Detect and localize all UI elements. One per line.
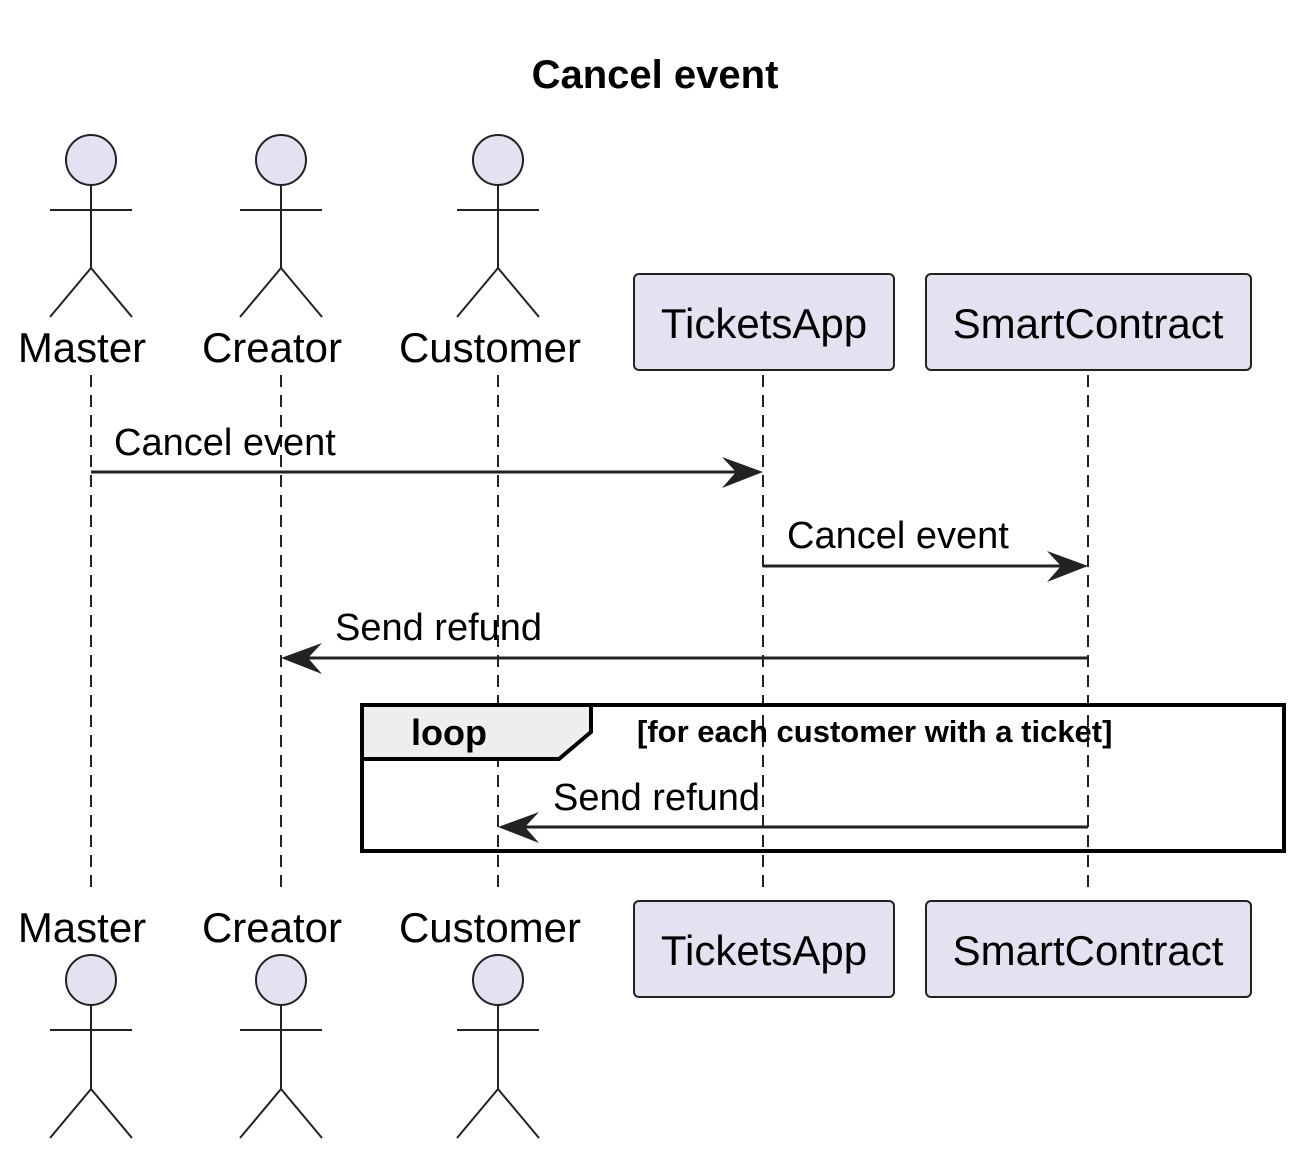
participant-ticketsapp-top: TicketsApp [633, 273, 895, 371]
loop-frame-tab [360, 703, 593, 761]
participant-box [925, 273, 1252, 371]
message-label: Cancel event [787, 515, 1009, 557]
participant-box [633, 273, 895, 371]
actor-master-top: Master [18, 134, 146, 371]
diagram-title: Cancel event [532, 53, 779, 97]
message-2: Cancel event [763, 515, 1088, 582]
arrowhead [722, 457, 763, 488]
message-1: Cancel event [91, 422, 763, 488]
lifelines [90, 375, 1089, 893]
loop-frame: loop [for each customer with a ticket] [360, 703, 1286, 853]
participant-box [925, 900, 1252, 998]
participant-label: SmartContract [953, 300, 1224, 347]
actor-label: Customer [399, 904, 581, 951]
participant-label: TicketsApp [661, 927, 867, 974]
arrowhead [281, 643, 322, 674]
loop-label: loop [411, 712, 487, 753]
actor-head [472, 954, 524, 1006]
message-label: Send refund [335, 607, 542, 649]
participant-label: TicketsApp [661, 300, 867, 347]
loop-guard: [for each customer with a ticket] [637, 714, 1112, 749]
actor-head [472, 134, 524, 186]
message-4: Send refund [498, 777, 1088, 843]
actor-creator-bottom: Creator [202, 904, 342, 1139]
participant-smartcontract-top: SmartContract [925, 273, 1252, 371]
actor-customer-bottom: Customer [399, 904, 581, 1139]
actor-head [65, 954, 117, 1006]
actor-label: Master [18, 324, 146, 371]
arrowhead [498, 812, 539, 843]
loop-frame-border [360, 703, 1286, 853]
actor-creator-top: Creator [202, 134, 342, 371]
participant-smartcontract-bottom: SmartContract [925, 900, 1252, 998]
participant-ticketsapp-bottom: TicketsApp [633, 900, 895, 998]
actor-label: Creator [202, 904, 342, 951]
actor-label: Creator [202, 324, 342, 371]
actor-label: Customer [399, 324, 581, 371]
actor-label: Master [18, 904, 146, 951]
actor-head [255, 134, 307, 186]
actor-head [255, 954, 307, 1006]
message-label: Cancel event [114, 422, 336, 464]
actor-master-bottom: Master [18, 904, 146, 1139]
participant-label: SmartContract [953, 927, 1224, 974]
message-label: Send refund [553, 777, 760, 819]
message-3: Send refund [281, 607, 1088, 674]
actor-head [65, 134, 117, 186]
participant-box [633, 900, 895, 998]
arrowhead [1047, 551, 1088, 582]
actor-customer-top: Customer [399, 134, 581, 371]
